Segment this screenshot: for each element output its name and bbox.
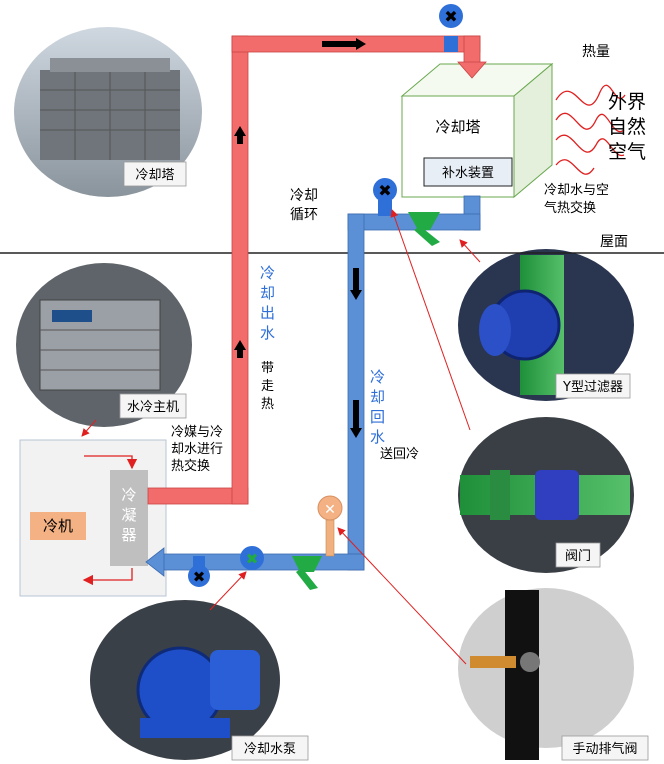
chiller-title: 冷机	[43, 517, 73, 535]
return-char-2: 却	[370, 388, 385, 406]
supply-char-4: 水	[260, 324, 275, 342]
chiller-label: 水冷主机	[127, 400, 179, 415]
chiller-exchange-3: 热交换	[171, 458, 210, 474]
heat-label: 热量	[582, 44, 610, 60]
condenser-char-1: 冷	[121, 486, 136, 504]
pump-label: 冷却水泵	[244, 742, 296, 757]
svg-text:✖: ✖	[444, 7, 457, 26]
carry-char-3: 热	[261, 397, 274, 412]
valve-photo: 阀门	[458, 417, 634, 573]
y-filter-icon	[408, 212, 440, 246]
cooling-tower-photo: 冷却塔	[14, 27, 202, 197]
pump-icon: ✖	[240, 546, 264, 570]
y-filter-label: Y型过滤器	[562, 380, 623, 395]
return-char-4: 水	[370, 428, 385, 446]
supply-vertical-label: 冷 却 出 水	[260, 264, 275, 342]
return-outlet-arrow	[145, 547, 165, 577]
supply-char-2: 却	[260, 284, 275, 302]
supply-pipe	[147, 35, 487, 505]
vent-riser	[325, 519, 335, 557]
return-char-1: 冷	[370, 368, 385, 386]
flow-arrows	[234, 38, 366, 438]
condenser-char-3: 器	[121, 526, 136, 544]
y-filter-icon	[292, 556, 322, 590]
loop-label-1: 冷却	[290, 188, 318, 204]
exchange-line-1: 冷却水与空	[544, 183, 609, 198]
return-char-3: 回	[370, 408, 385, 426]
valve-icon: ✖	[373, 178, 397, 216]
condenser	[110, 470, 148, 566]
svg-text:✖: ✖	[193, 568, 206, 586]
carry-heat-label: 带 走 热	[261, 361, 274, 412]
chiller-box: 冷机 冷 凝 器	[19, 439, 167, 597]
supply-char-1: 冷	[260, 264, 275, 282]
valve-icon: ✖	[188, 556, 210, 587]
condenser-char-2: 凝	[121, 506, 136, 524]
pointer-lines	[81, 209, 481, 665]
svg-text:✖: ✖	[246, 550, 259, 568]
outside-air-3: 空气	[608, 141, 646, 163]
loop-label-2: 循环	[290, 207, 318, 223]
manual-vent-label: 手动排气阀	[572, 741, 637, 757]
tower-box-title: 冷却塔	[435, 118, 480, 136]
chiller-exchange-1: 冷媒与冷	[171, 425, 223, 440]
vent-valve-icon: ✕	[317, 495, 343, 521]
heat-waves	[555, 84, 626, 175]
manual-vent-photo: 手动排气阀	[458, 588, 649, 761]
chiller-photo: 水冷主机	[16, 263, 192, 427]
cooling-tower-box: 冷却塔 补水装置	[400, 62, 554, 199]
pump-photo: 冷却水泵	[90, 600, 309, 761]
carry-char-2: 走	[261, 379, 274, 394]
carry-char-1: 带	[261, 361, 274, 376]
svg-text:✖: ✖	[378, 181, 391, 200]
outside-air-1: 外界	[608, 91, 646, 113]
supply-char-3: 出	[260, 304, 275, 322]
valve-icon: ✖	[439, 4, 463, 52]
chiller-exchange-2: 却水进行	[171, 442, 223, 457]
makeup-label: 补水装置	[442, 166, 494, 181]
chiller-title-badge	[30, 512, 86, 540]
cooling-tower-label: 冷却塔	[135, 168, 174, 183]
y-filter-photo: Y型过滤器	[458, 249, 634, 401]
svg-text:✕: ✕	[324, 502, 336, 518]
supply-inlet-arrow	[457, 61, 487, 79]
return-vertical-label: 冷 却 回 水	[370, 368, 385, 446]
send-back-label: 送回冷	[380, 447, 419, 462]
makeup-device	[423, 157, 513, 187]
outside-air-2: 自然	[608, 116, 646, 138]
roof-label: 屋面	[600, 234, 628, 250]
exchange-line-2: 气热交换	[544, 200, 596, 216]
valve-label: 阀门	[565, 549, 591, 564]
